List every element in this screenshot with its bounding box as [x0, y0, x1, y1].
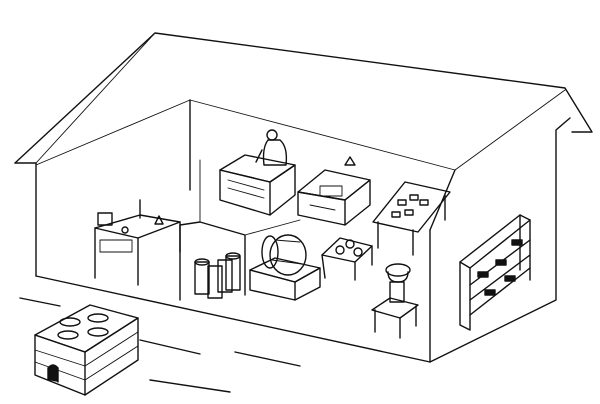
cream-separator	[371, 263, 419, 339]
cheese-press	[249, 234, 321, 301]
cheese-shelves	[459, 214, 531, 331]
house-outline	[14, 32, 593, 363]
desk-with-chair	[94, 199, 181, 286]
cheese-vat	[297, 156, 371, 226]
molds-table	[372, 181, 451, 256]
milk-cans	[194, 252, 241, 299]
brick-stove	[34, 304, 139, 396]
ground-lines	[19, 297, 301, 393]
vat-with-worker	[219, 129, 296, 216]
small-table	[321, 237, 373, 281]
